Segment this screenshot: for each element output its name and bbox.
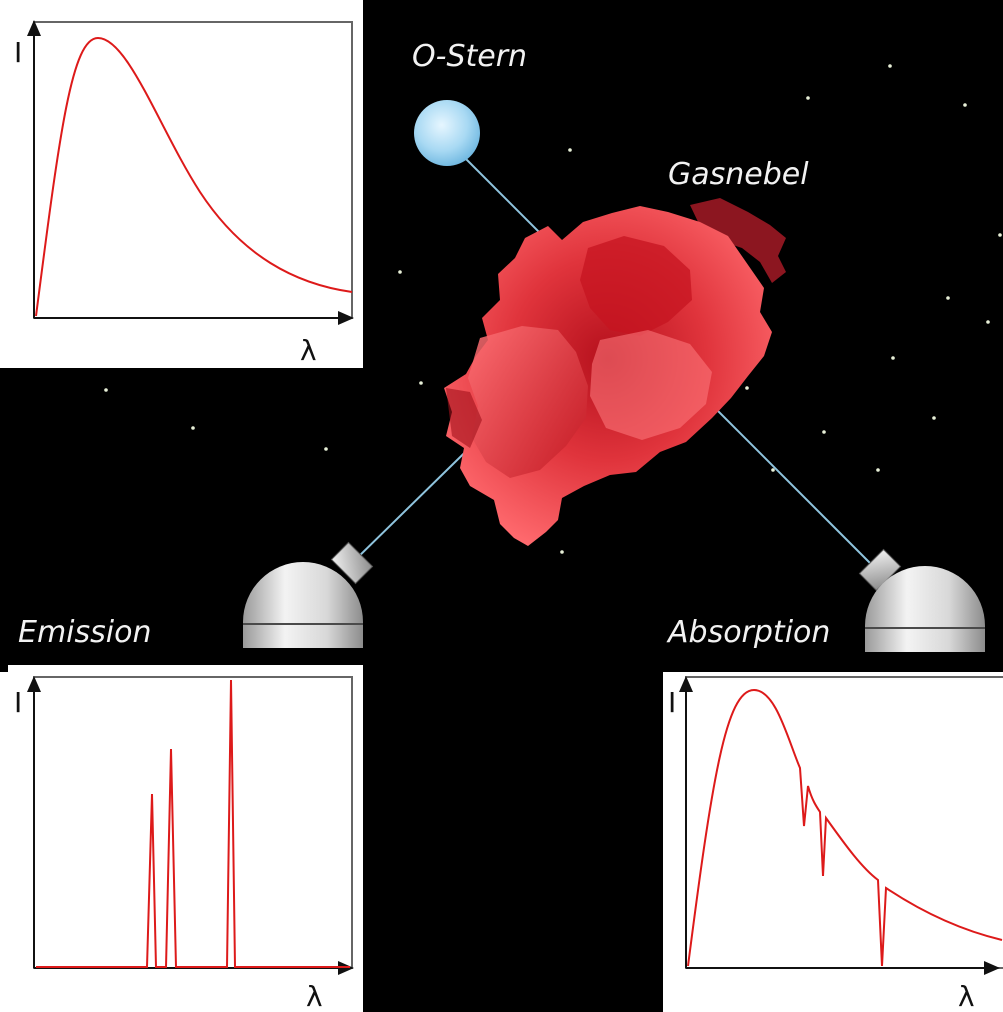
background-star bbox=[419, 381, 423, 385]
absorption-label: Absorption bbox=[666, 615, 830, 650]
continuum-curve bbox=[35, 36, 353, 317]
background-star bbox=[568, 148, 572, 152]
background-star bbox=[963, 103, 967, 107]
background-star bbox=[104, 388, 108, 392]
y-axis-label: I bbox=[14, 686, 22, 719]
background-star bbox=[806, 96, 810, 100]
background-star bbox=[986, 320, 990, 324]
background-star bbox=[822, 430, 826, 434]
continuum-chart: I λ bbox=[8, 5, 363, 368]
y-axis-label: I bbox=[14, 36, 22, 69]
emission-label: Emission bbox=[18, 615, 151, 650]
x-axis-label: λ bbox=[958, 980, 975, 1012]
telescope-dome-icon bbox=[858, 548, 985, 652]
background-star bbox=[324, 447, 328, 451]
emission-spectrum bbox=[36, 679, 350, 968]
telescope-dome-icon bbox=[243, 541, 374, 648]
background-star bbox=[946, 296, 950, 300]
background-star bbox=[191, 426, 195, 430]
background-star bbox=[560, 550, 564, 554]
background-star bbox=[876, 468, 880, 472]
emission-chart: I λ bbox=[8, 665, 363, 1012]
x-axis-label: λ bbox=[300, 334, 317, 367]
background-star bbox=[888, 64, 892, 68]
background-star bbox=[998, 233, 1002, 237]
background-star bbox=[771, 468, 775, 472]
background-star bbox=[932, 416, 936, 420]
absorption-spectrum bbox=[687, 688, 1003, 967]
gas-nebula-icon bbox=[444, 198, 786, 546]
background-star bbox=[891, 356, 895, 360]
nebula-label: Gasnebel bbox=[668, 157, 809, 192]
absorption-chart: I λ bbox=[663, 672, 1003, 1012]
star-icon bbox=[414, 100, 480, 166]
background-star bbox=[398, 270, 402, 274]
y-axis-label: I bbox=[668, 686, 676, 719]
x-axis-label: λ bbox=[306, 980, 323, 1012]
star-label: O-Stern bbox=[412, 39, 527, 74]
background-star bbox=[745, 386, 749, 390]
